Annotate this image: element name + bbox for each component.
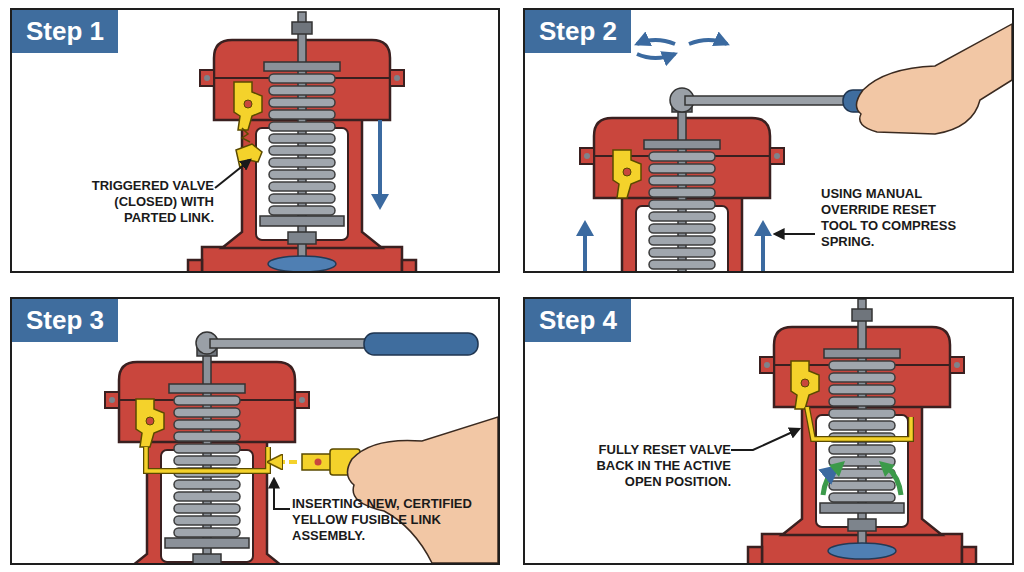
break-mark bbox=[242, 128, 250, 142]
step-panel: Step 1 TRIGGERED VALVE (CLOSED) WITH PART… bbox=[10, 8, 500, 273]
reset-arrow-head bbox=[829, 461, 845, 477]
rotation-arrow bbox=[637, 54, 675, 58]
new-link bbox=[302, 454, 332, 470]
callout-text: INSERTING NEW, CERTIFIED YELLOW FUSIBLE … bbox=[292, 496, 482, 544]
leader-line bbox=[215, 160, 250, 188]
motion-arrow-head bbox=[371, 194, 389, 210]
step-panel: Step 4 FULLY RESET VALVE BACK IN THE ACTI… bbox=[523, 297, 1014, 565]
link-bracket bbox=[807, 407, 911, 439]
fusible-link bbox=[234, 82, 262, 130]
panel-art bbox=[731, 299, 976, 572]
insert-arrow bbox=[270, 460, 297, 464]
callout-text: USING MANUAL OVERRIDE RESET TOOL TO COMP… bbox=[821, 186, 973, 250]
step-panel: Step 3 INSERTING NEW, CERTIFIED YELLOW FU… bbox=[10, 297, 500, 565]
valve bbox=[93, 334, 321, 572]
leader-line bbox=[775, 233, 815, 235]
link-hole bbox=[315, 459, 322, 466]
step-heading: Step 2 bbox=[525, 10, 631, 53]
broken-link bbox=[236, 144, 262, 168]
motion-arrow-head bbox=[754, 220, 772, 236]
fusible-link bbox=[791, 361, 819, 409]
rotation-arrow bbox=[637, 40, 675, 44]
fusible-link bbox=[613, 150, 641, 198]
wrench-handle bbox=[364, 333, 478, 355]
leader-line bbox=[274, 479, 290, 509]
callout-text: TRIGGERED VALVE (CLOSED) WITH PARTED LIN… bbox=[74, 178, 214, 226]
hand bbox=[856, 24, 1012, 134]
link-bracket bbox=[807, 407, 911, 439]
step-heading: Step 4 bbox=[525, 299, 631, 342]
step-heading: Step 1 bbox=[12, 10, 118, 53]
wrench-bar bbox=[210, 339, 376, 348]
panel-art bbox=[93, 332, 498, 572]
motion-arrow-head bbox=[576, 220, 594, 236]
fusible-link bbox=[136, 399, 164, 447]
motion-arrow bbox=[761, 234, 765, 271]
motion-arrow bbox=[378, 120, 382, 196]
rotation-arrow bbox=[689, 40, 727, 44]
motion-arrow bbox=[583, 234, 587, 271]
step-heading: Step 3 bbox=[12, 299, 118, 342]
callout-text: FULLY RESET VALVE BACK IN THE ACTIVE OPE… bbox=[569, 442, 731, 490]
link-bracket bbox=[146, 447, 268, 471]
reset-arrow-head bbox=[879, 461, 895, 477]
panel-art bbox=[188, 12, 416, 307]
valve bbox=[188, 12, 416, 307]
step-panel: Step 2 USING MANUAL OVERRIDE RESET TOOL T… bbox=[523, 8, 1014, 273]
valve bbox=[748, 299, 976, 572]
link-bracket bbox=[146, 447, 268, 471]
wrench-bar bbox=[685, 96, 857, 105]
hand bbox=[347, 417, 498, 563]
leader-line bbox=[731, 429, 799, 450]
